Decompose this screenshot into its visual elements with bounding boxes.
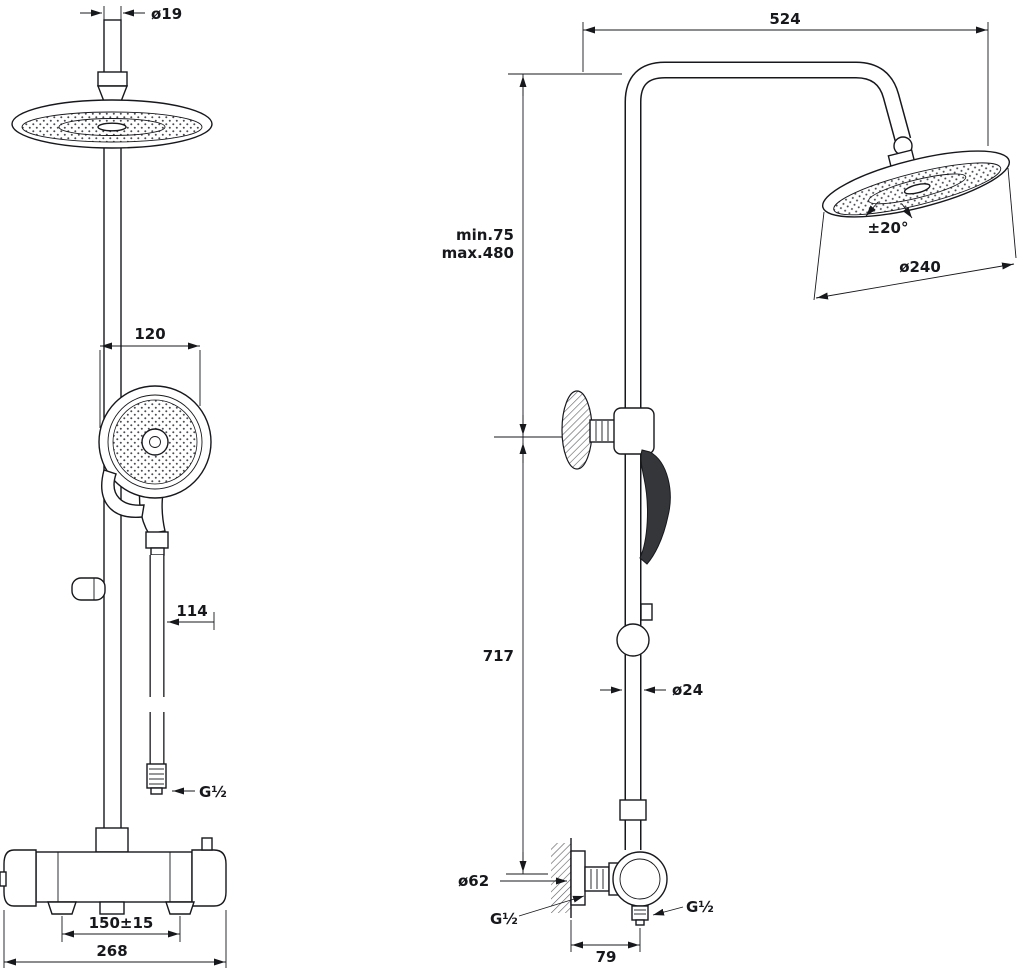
hand-shower-front <box>98 385 212 556</box>
wall-to-valve-label: 79 <box>596 948 617 966</box>
front-view: ø19 120 <box>0 5 227 968</box>
inlet-spacing-label: 150±15 <box>89 914 154 932</box>
bracket-max-label: max.480 <box>442 244 514 262</box>
arm-reach-label: 524 <box>769 10 800 28</box>
dim-height-chain: min.75 max.480 717 <box>442 73 622 875</box>
flange-diameter-label: ø62 <box>458 872 489 890</box>
hand-shower-side <box>639 449 671 565</box>
dim-pipe-diameter-front: ø19 <box>80 5 182 23</box>
head-diameter-label: ø240 <box>899 258 941 276</box>
dim-outlet-thread: G½ <box>652 898 714 916</box>
hose-thread-label: G½ <box>199 783 227 801</box>
dim-flange-diameter: ø62 <box>458 872 567 890</box>
column-height-label: 717 <box>483 647 514 665</box>
top-pipe-front <box>96 19 129 105</box>
union-nut-side <box>619 799 647 821</box>
handshower-diameter-label: 120 <box>134 325 165 343</box>
wall-bracket-side <box>561 390 655 470</box>
overhead-shower-front <box>11 99 213 149</box>
pipe-diameter-label: ø19 <box>151 5 182 23</box>
dim-handshower-offset: 114 <box>167 602 215 630</box>
head-tilt-label: ±20° <box>868 219 909 237</box>
dim-arm-reach: 524 <box>582 10 989 146</box>
slider-knob-side <box>616 603 653 657</box>
bracket-min-label: min.75 <box>456 226 514 244</box>
handshower-offset-label: 114 <box>176 602 207 620</box>
dim-inlet-thread: G½ <box>490 895 585 928</box>
dim-inlet-spacing: 150±15 <box>61 914 181 942</box>
side-view: 524 min.75 max.480 717 <box>442 10 1017 966</box>
dim-mixer-width: 268 <box>3 910 227 968</box>
inlet-thread-label: G½ <box>490 910 518 928</box>
pipe-diameter-side-label: ø24 <box>672 681 703 699</box>
dim-wall-to-valve: 79 <box>570 920 641 966</box>
hand-shower-hose <box>146 555 167 795</box>
shower-pipe-side <box>624 61 912 850</box>
thermostatic-mixer-front <box>0 827 227 915</box>
dim-head-diameter: ø240 <box>813 167 1017 301</box>
dim-handshower-diameter: 120 <box>99 325 201 428</box>
mixer-valve-side <box>551 838 668 926</box>
dim-head-tilt: ±20° <box>865 201 913 237</box>
outlet-thread-label: G½ <box>686 898 714 916</box>
mixer-width-label: 268 <box>96 942 127 960</box>
dim-pipe-diameter-side: ø24 <box>600 681 703 699</box>
overhead-shower-side <box>821 136 1011 218</box>
dim-hose-thread: G½ <box>172 783 227 801</box>
slider-handle-front <box>71 577 106 601</box>
